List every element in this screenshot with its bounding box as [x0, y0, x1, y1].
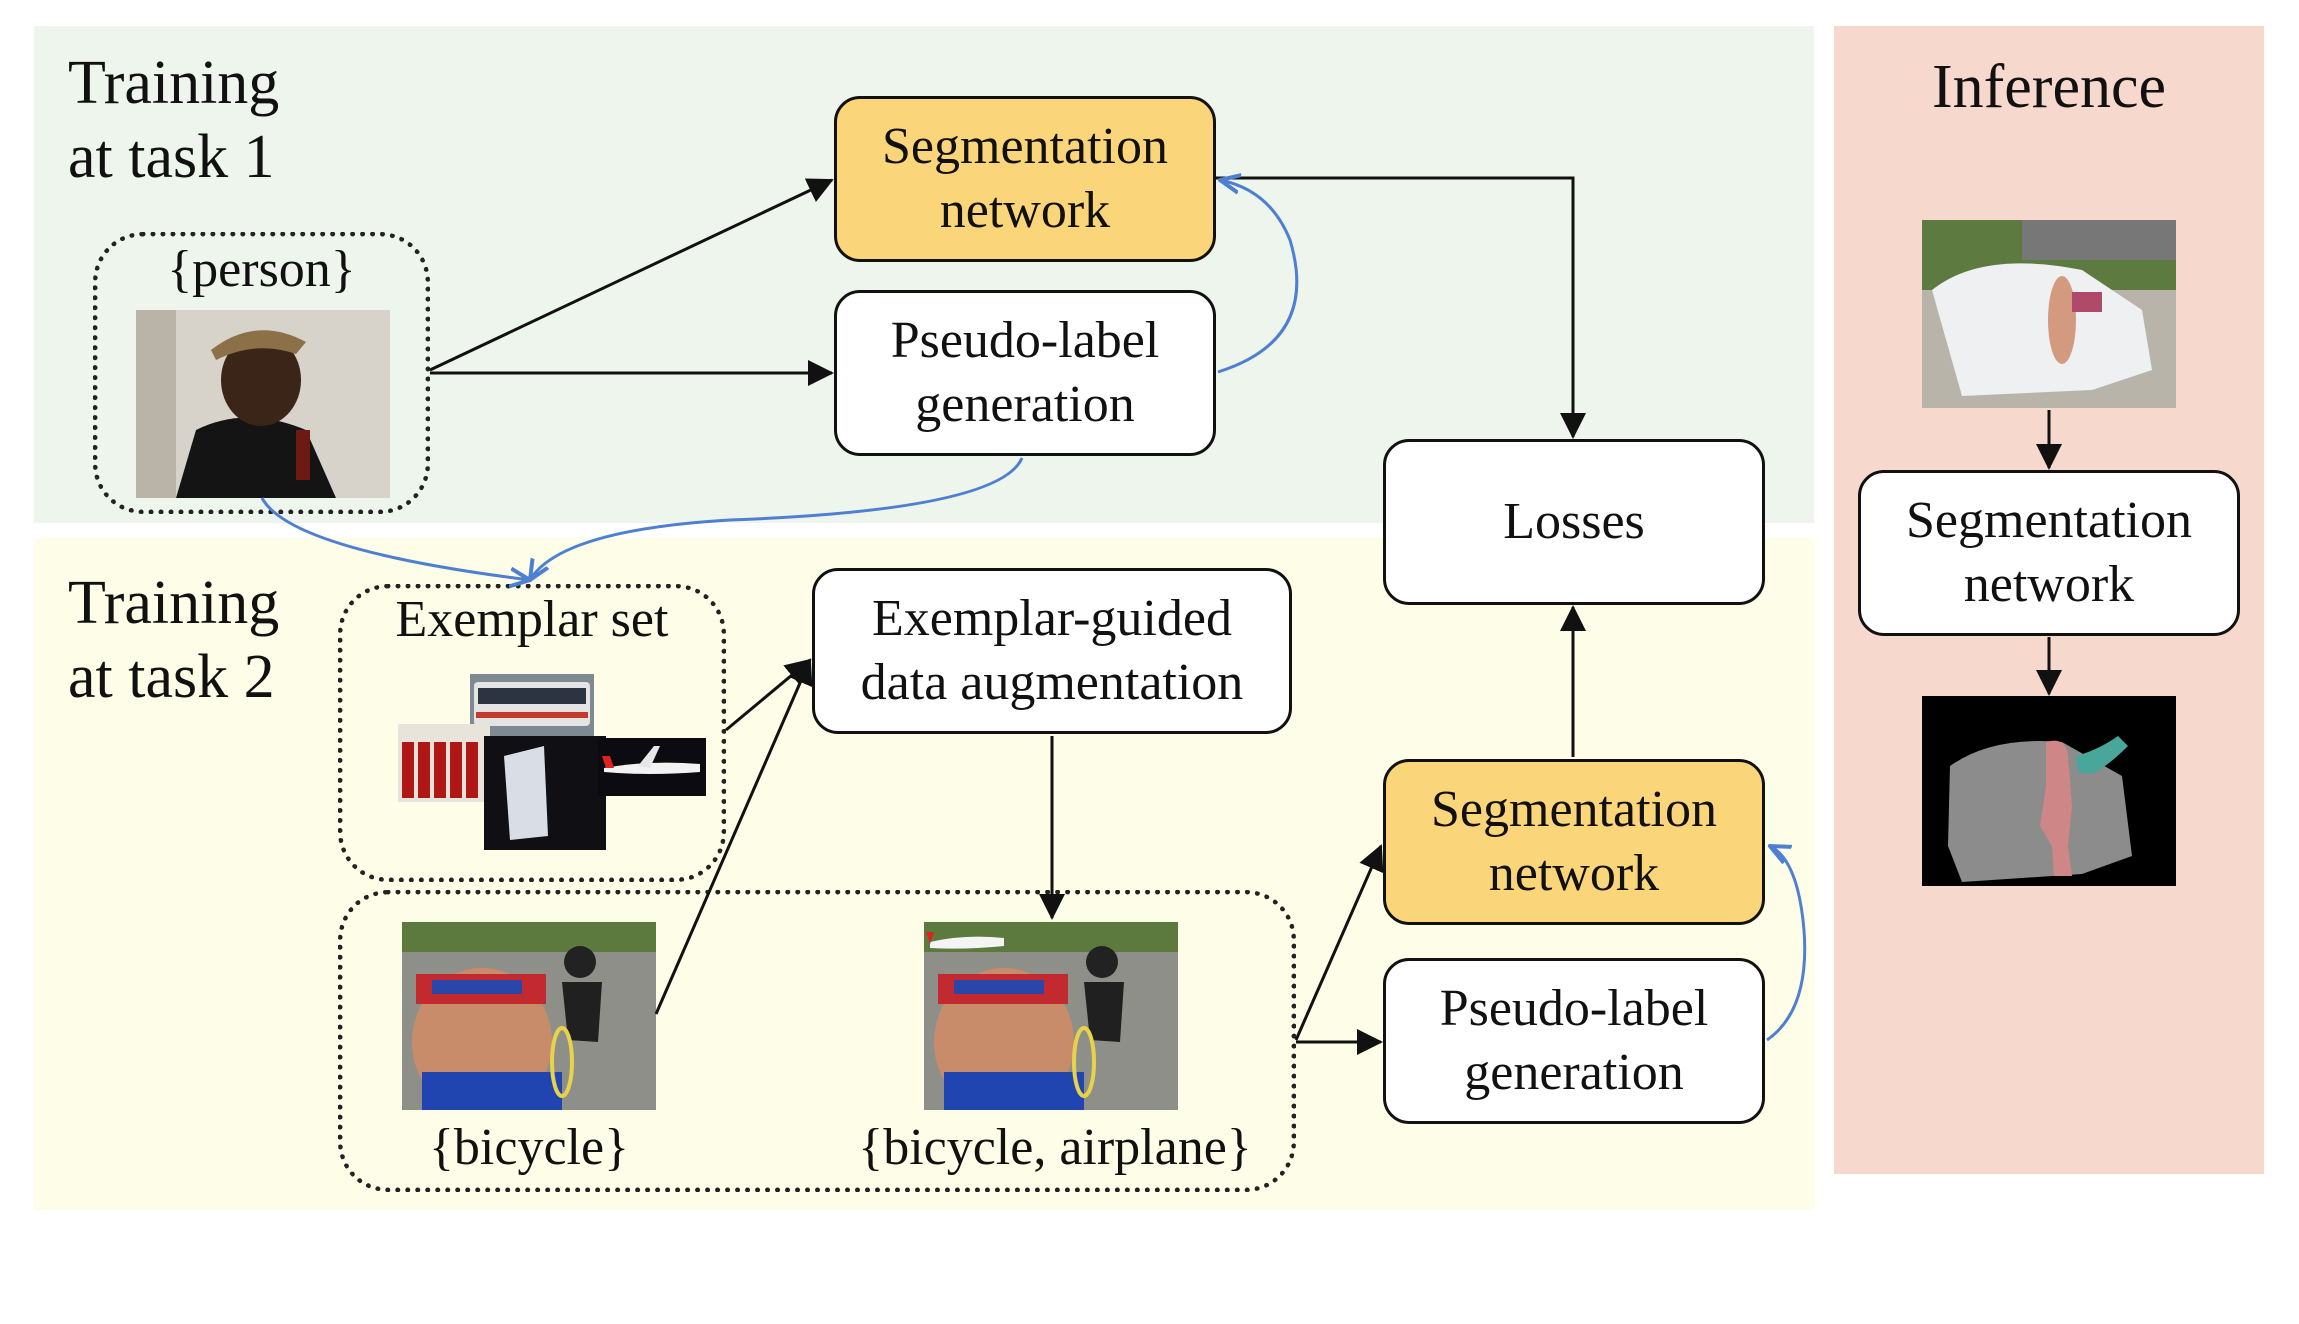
- segmentation-network-inference: Segmentation network: [1858, 470, 2240, 636]
- arrow-exemplar-to-aug: [725, 658, 812, 732]
- bicycle-airplane-label: {bicycle, airplane}: [858, 1119, 1252, 1176]
- segmentation-network-task2: Segmentation network: [1383, 759, 1765, 925]
- exemplar-guided-augmentation-box: Exemplar-guided data augmentation: [812, 568, 1292, 734]
- arrow-bicycle-to-aug: [654, 658, 813, 1015]
- blue-pseudo1-to-exemplar: [530, 457, 1024, 580]
- person-label: {person}: [167, 241, 356, 298]
- segmentation-network-task1: Segmentation network: [834, 96, 1216, 262]
- task2-title: Training at task 2: [68, 569, 280, 711]
- bus-exemplar-photo: [470, 674, 594, 736]
- arrow-person-to-seg1: [429, 178, 834, 372]
- task2-sample-group: [338, 890, 1296, 1192]
- bicycle-photo: [402, 922, 656, 1110]
- pseudo-label-generation-task1: Pseudo-label generation: [834, 290, 1216, 456]
- bicycle-airplane-photo: [924, 922, 1178, 1110]
- inference-segmentation-output: [1922, 696, 2176, 886]
- person-sample-group: [93, 232, 430, 514]
- inference-title: Inference: [1931, 53, 2166, 121]
- arrow-samples-to-seg2: [1294, 844, 1384, 1041]
- blue-person-to-exemplar: [260, 497, 530, 580]
- bicycle-label: {bicycle}: [428, 1119, 630, 1176]
- pseudo-label-generation-task2: Pseudo-label generation: [1383, 958, 1765, 1124]
- losses-box: Losses: [1383, 439, 1765, 605]
- exemplar-set-label: Exemplar set: [395, 591, 669, 648]
- task1-title: Training at task 1: [68, 49, 280, 191]
- inference-input-photo: [1922, 220, 2176, 408]
- arrow-seg1-to-losses: [1216, 176, 1586, 439]
- airplane-exemplar-photo: [598, 738, 706, 796]
- chair-exemplar-photo: [484, 736, 606, 850]
- person-photo: [136, 310, 390, 498]
- bottles-exemplar-photo: [398, 724, 490, 802]
- blue-pseudo2-to-seg2: [1767, 846, 1807, 1042]
- blue-pseudo1-to-seg1: [1218, 180, 1299, 374]
